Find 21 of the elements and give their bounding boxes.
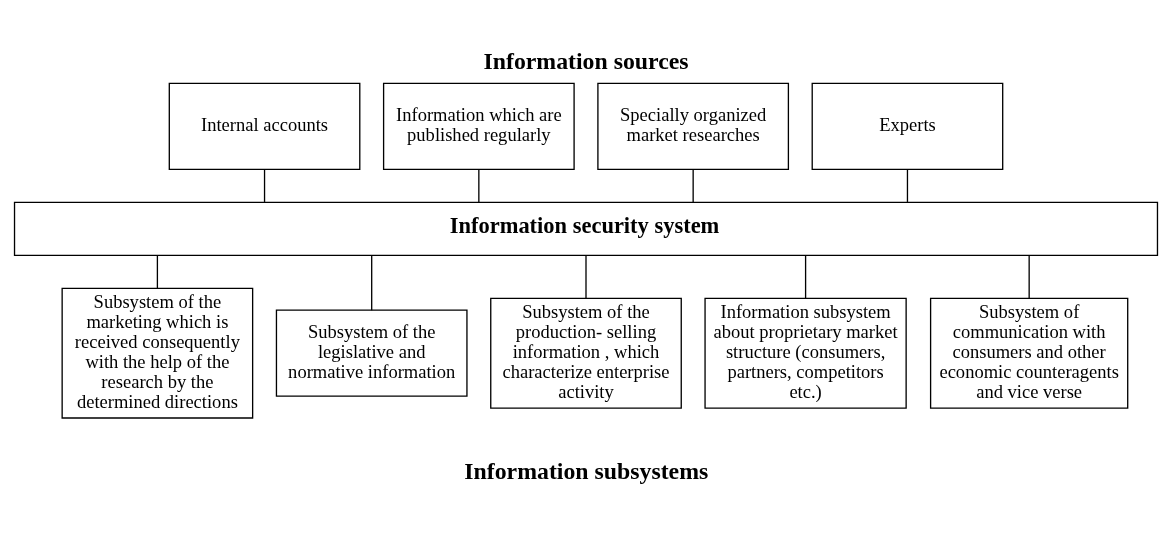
connector: [371, 254, 373, 311]
diagram-title: Information sources: [483, 47, 689, 74]
connector: [906, 168, 909, 203]
node-box: Internal accounts: [168, 82, 361, 170]
connector: [692, 168, 694, 203]
connector: [263, 168, 266, 203]
node-box: Subsystem of the marketing which is received consequently with the help of the research by the determined directions: [61, 287, 254, 419]
node-box: Subsystem of the production- selling information , which characterize enterprise activity: [490, 297, 682, 409]
connector: [585, 254, 587, 299]
node-box: Information which are published regularly: [382, 82, 575, 170]
node-box: Experts: [811, 82, 1004, 170]
node-box: Subsystem of communication with consumers and other economic counteragents and vice verse: [929, 297, 1129, 409]
connector: [804, 254, 807, 299]
connector: [1028, 254, 1030, 299]
node-box: Information security system: [13, 201, 1159, 256]
connector: [478, 168, 480, 203]
node-box: Information subsystem about proprietary market structure (consumers, partners, competitors etc.): [704, 297, 907, 409]
caption: Information subsystems: [464, 457, 709, 484]
node-box: Subsystem of the legislative and normative information: [275, 309, 468, 397]
connector: [156, 254, 159, 289]
node-box: Specially organized market researches: [597, 82, 790, 170]
